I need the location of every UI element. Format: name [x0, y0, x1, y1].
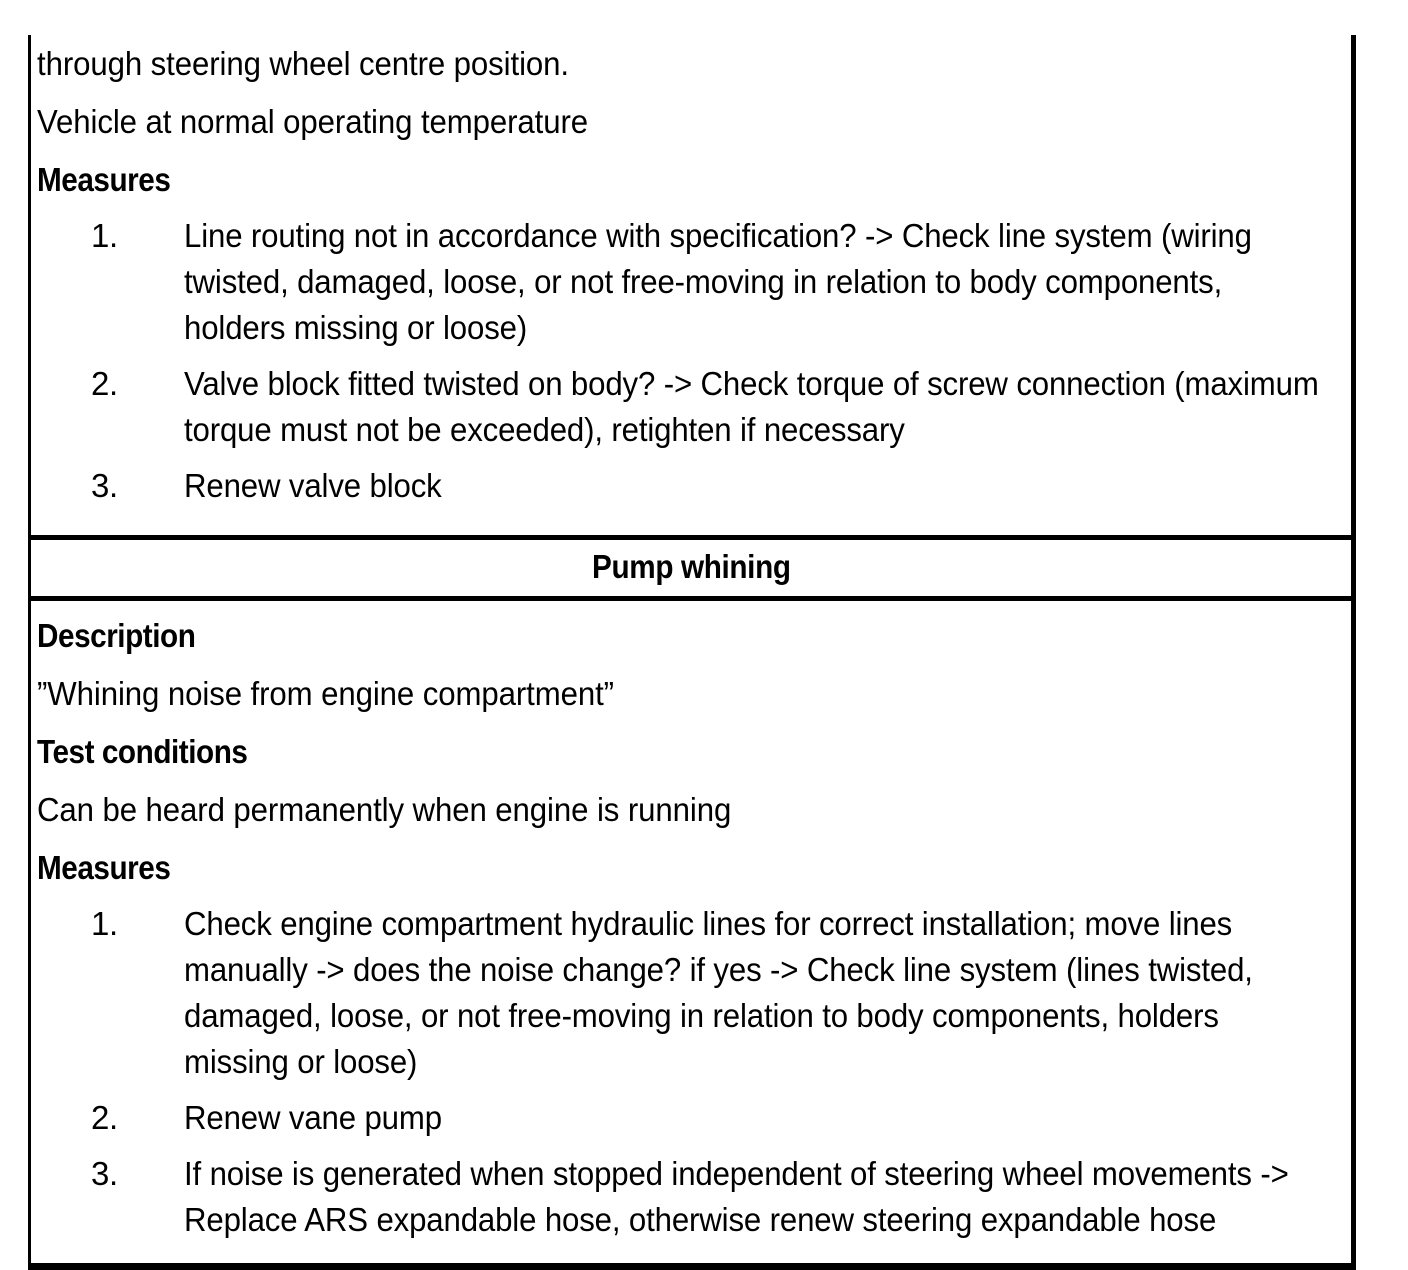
description-heading: Description	[37, 617, 196, 654]
list-item-text: Valve block fitted twisted on body? -> C…	[184, 365, 1319, 448]
list-item: 1. Line routing not in accordance with s…	[37, 213, 1343, 351]
list-item-text: Renew vane pump	[184, 1099, 442, 1136]
list-item-number: 2.	[91, 1099, 118, 1136]
fault-title-row: Pump whining	[31, 535, 1351, 601]
continued-measures-heading: Measures	[37, 161, 171, 198]
list-item: 1. Check engine compartment hydraulic li…	[37, 901, 1343, 1085]
list-item-number: 1.	[91, 217, 118, 254]
list-item: 3. Renew valve block	[37, 463, 1343, 509]
test-conditions-heading: Test conditions	[37, 733, 248, 770]
fault-diagnosis-table: through steering wheel centre position. …	[28, 35, 1356, 1270]
list-item-text: Renew valve block	[184, 467, 442, 504]
list-item-text: If noise is generated when stopped indep…	[184, 1155, 1289, 1238]
description-text: ”Whining noise from engine compartment”	[37, 675, 614, 712]
list-item: 2. Valve block fitted twisted on body? -…	[37, 361, 1343, 453]
continued-measures-list: 1. Line routing not in accordance with s…	[37, 213, 1343, 509]
list-item-number: 2.	[91, 365, 118, 402]
list-item-number: 3.	[91, 1155, 118, 1192]
list-item-text: Line routing not in accordance with spec…	[184, 217, 1252, 346]
fault-measures-list: 1. Check engine compartment hydraulic li…	[37, 901, 1343, 1243]
list-item-number: 3.	[91, 467, 118, 504]
list-item-text: Check engine compartment hydraulic lines…	[184, 905, 1253, 1080]
list-item: 2. Renew vane pump	[37, 1095, 1343, 1141]
test-conditions-text: Can be heard permanently when engine is …	[37, 791, 732, 828]
document-page: through steering wheel centre position. …	[28, 35, 1356, 1270]
measures-heading: Measures	[37, 849, 171, 886]
continued-fault-row: through steering wheel centre position. …	[31, 35, 1351, 535]
list-item-number: 1.	[91, 905, 118, 942]
page-title: Pump whining	[591, 548, 791, 585]
fault-body-row: Description ”Whining noise from engine c…	[31, 601, 1351, 1263]
list-item: 3. If noise is generated when stopped in…	[37, 1151, 1343, 1243]
continued-line-1: through steering wheel centre position.	[37, 45, 569, 82]
continued-line-2: Vehicle at normal operating temperature	[37, 103, 589, 140]
